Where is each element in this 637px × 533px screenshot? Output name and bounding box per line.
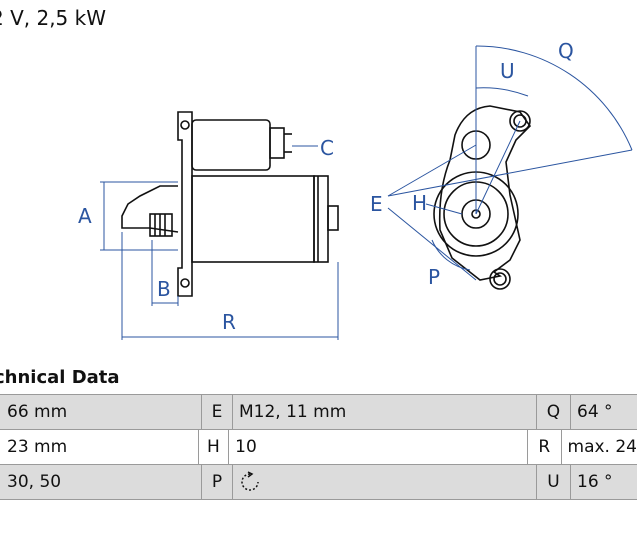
dim-label-e: E xyxy=(370,192,383,216)
cell-value-icon xyxy=(232,465,536,499)
cell-value: 23 mm xyxy=(7,437,68,457)
mounting-flange xyxy=(177,111,193,297)
cell-value: 10 xyxy=(228,430,527,464)
solenoid-body xyxy=(191,119,271,171)
end-cap xyxy=(313,175,329,263)
cell-key: H xyxy=(197,430,228,464)
dim-label-a: A xyxy=(78,204,92,228)
dim-label-h: H xyxy=(412,191,427,215)
cell-key: U xyxy=(536,465,570,499)
flange-bolt-bottom xyxy=(180,278,190,288)
cell-value: max. 24 xyxy=(560,430,637,464)
section-title: chnical Data xyxy=(0,367,120,388)
cell-key: R xyxy=(527,430,560,464)
cell-key: Q xyxy=(536,395,570,429)
dim-label-p: P xyxy=(428,265,440,289)
end-cap-bolt xyxy=(327,205,339,231)
table-row: 66 mm E M12, 11 mm Q 64 ° xyxy=(0,395,637,430)
rotation-counterclockwise-icon xyxy=(241,471,259,491)
dim-label-c: C xyxy=(320,136,334,160)
dim-label-q: Q xyxy=(558,39,574,63)
table-row: 30, 50 P U 16 ° xyxy=(0,465,637,500)
flange-bolt-top xyxy=(180,120,190,130)
dim-label-r: R xyxy=(222,310,236,334)
cell-key: E xyxy=(201,395,232,429)
tech-data-table: 66 mm E M12, 11 mm Q 64 ° 23 mm H 10 R m… xyxy=(0,394,637,500)
cell-value: M12, 11 mm xyxy=(232,395,536,429)
starter-motor-drawing: A B C R E H P Q U xyxy=(78,39,633,340)
cell-value: 30, 50 xyxy=(7,472,62,492)
front-upper-ear-ring xyxy=(509,110,531,132)
dim-label-u: U xyxy=(500,59,515,83)
cell-key: P xyxy=(201,465,232,499)
pinion-gear xyxy=(149,213,173,237)
cell-value: 64 ° xyxy=(570,395,637,429)
cell-value: 66 mm xyxy=(7,402,68,422)
front-lower-ear-ring xyxy=(489,268,511,290)
front-lower-ear-hole xyxy=(493,272,507,286)
dim-label-b: B xyxy=(157,277,171,301)
motor-body xyxy=(191,175,315,263)
front-flange xyxy=(438,105,532,281)
cell-value: 16 ° xyxy=(570,465,637,499)
table-row: 23 mm H 10 R max. 24 xyxy=(0,430,637,465)
front-upper-ear-hole xyxy=(513,114,527,128)
drive-nose xyxy=(121,185,179,233)
product-subtitle: 2 V, 2,5 kW xyxy=(0,6,106,30)
solenoid-terminal xyxy=(269,127,285,159)
